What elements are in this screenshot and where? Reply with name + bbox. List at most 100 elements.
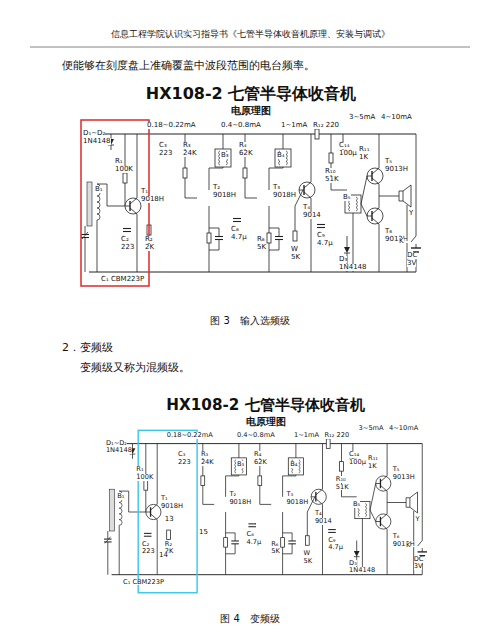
part-label: 5K	[257, 244, 266, 251]
resistor-symbol	[243, 168, 247, 178]
wire	[341, 444, 342, 462]
wire	[288, 540, 296, 541]
resistor-symbol	[329, 153, 333, 163]
part-label: 1~1mA	[294, 432, 319, 439]
transistor-symbol	[367, 168, 383, 184]
part-label: R₁₁	[368, 455, 378, 462]
wire	[372, 178, 379, 184]
resistor-symbol	[340, 462, 344, 472]
wire	[125, 206, 130, 207]
part-label: B₅	[353, 501, 360, 508]
part-label: T₄	[315, 510, 322, 517]
wire	[151, 504, 158, 510]
part-label: 9018H	[229, 499, 251, 506]
part-label: R₂	[145, 236, 153, 243]
part-label: Y	[409, 210, 413, 217]
wire	[370, 484, 376, 511]
wire	[275, 239, 283, 240]
speaker-symbol	[399, 185, 411, 207]
transistor-symbol	[376, 514, 391, 529]
part-label: 100K	[136, 474, 153, 481]
resistor-symbol	[326, 439, 330, 449]
part-label: 0.4~0.8mA	[221, 122, 261, 129]
part-label: R₂	[165, 541, 172, 548]
part-label: C₆	[231, 226, 239, 233]
part-label: 51K	[325, 176, 339, 183]
wire	[137, 134, 138, 198]
wire	[233, 221, 241, 222]
wire	[144, 533, 152, 534]
wire	[418, 541, 423, 547]
callout-number: 13	[165, 516, 174, 523]
part-label: R₁₀	[325, 168, 335, 175]
wire	[231, 540, 239, 541]
transistor-symbol	[311, 489, 326, 504]
wire	[367, 216, 372, 217]
part-label: 5K	[291, 254, 300, 261]
resistor-symbol	[281, 538, 285, 548]
part-label: R₃	[183, 142, 191, 149]
wire	[223, 134, 224, 149]
wire	[315, 492, 316, 502]
wire	[209, 240, 219, 251]
resistor-symbol	[144, 481, 148, 491]
callout-number: 15	[199, 529, 208, 536]
part-label: R₃	[201, 451, 208, 458]
wire	[130, 208, 137, 214]
wire	[238, 444, 239, 458]
wire	[288, 543, 296, 544]
wire	[209, 228, 219, 237]
wire	[376, 483, 381, 484]
transformer-symbol	[215, 149, 231, 167]
wire	[248, 523, 256, 524]
wire	[146, 512, 151, 513]
diode-symbol	[344, 247, 350, 253]
wire	[82, 232, 88, 239]
wire	[123, 231, 131, 232]
wire	[226, 544, 236, 554]
part-label: D₃	[349, 560, 357, 567]
wire	[151, 514, 158, 520]
part-label: T₃	[273, 184, 280, 191]
part-label: 100K	[115, 166, 133, 173]
resistor-symbol	[267, 233, 271, 243]
wire	[123, 228, 131, 229]
part-label: C₉	[317, 232, 325, 239]
wire	[137, 214, 138, 272]
wire	[371, 171, 372, 181]
part-label: R₁₂ 220	[324, 432, 349, 439]
part-label: 62K	[239, 150, 253, 157]
wire	[283, 134, 284, 149]
wire	[380, 514, 387, 520]
wire	[322, 504, 323, 574]
part-label: 51K	[336, 484, 349, 491]
part-label: C₃	[159, 142, 167, 149]
wire	[379, 196, 399, 197]
part-label: 9018H	[213, 192, 236, 199]
part-label: 9014	[303, 212, 321, 219]
wire	[380, 485, 387, 491]
wire	[85, 226, 86, 235]
part-label: 0.18~0.22mA	[147, 122, 196, 129]
part-label: 9018H	[286, 499, 308, 506]
wire	[331, 134, 332, 153]
wire	[283, 544, 293, 554]
part-label: R₆	[271, 541, 278, 548]
part-label: 9018H	[141, 196, 164, 203]
part-label: T₁	[161, 495, 168, 502]
ferrite-rod	[110, 489, 115, 531]
part-label: R₆	[257, 236, 265, 243]
wire	[269, 228, 279, 237]
body-text: 变频级又称为混频级。	[80, 362, 190, 374]
part-label: 2K	[145, 244, 154, 251]
wire	[370, 510, 376, 521]
resistor-symbol	[224, 538, 228, 548]
wire	[119, 525, 120, 574]
part-label: 223	[178, 459, 191, 466]
wire	[233, 218, 241, 219]
part-label: 24K	[201, 459, 214, 466]
part-label: 9013H	[393, 474, 415, 481]
resistor-symbol	[183, 168, 187, 178]
wire	[304, 182, 311, 188]
wire	[372, 218, 379, 224]
